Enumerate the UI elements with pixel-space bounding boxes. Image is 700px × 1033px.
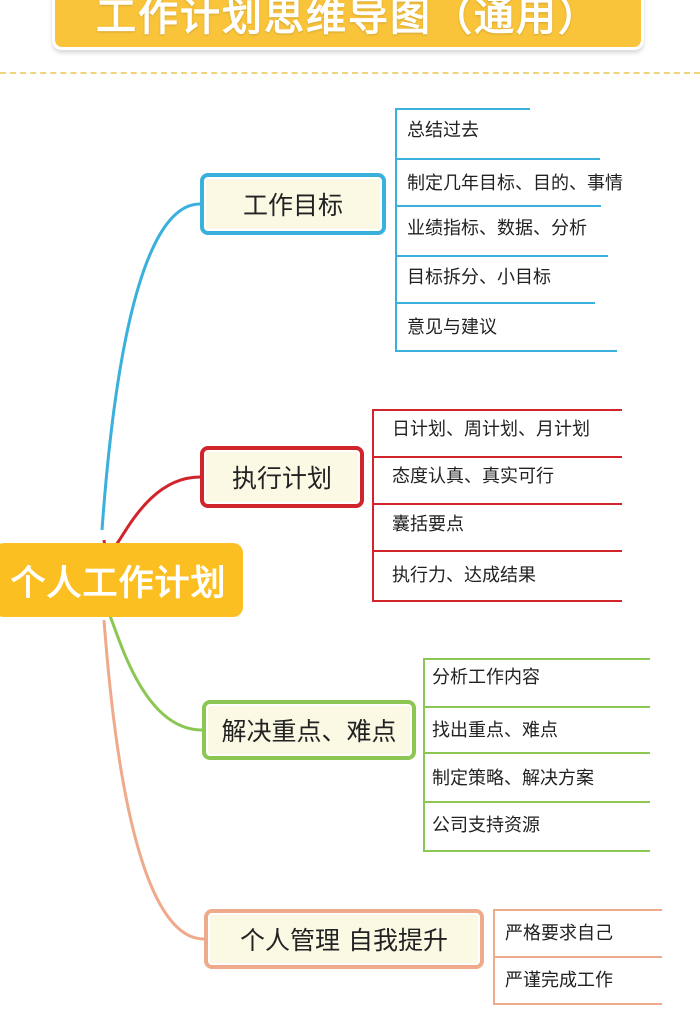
root-node[interactable]: 个人工作计划 [0,543,243,617]
leaf-item[interactable]: 分析工作内容 [432,667,540,688]
leaf-item[interactable]: 执行力、达成结果 [392,565,536,586]
connector-execution-plan [102,475,201,554]
branch-self-management-divider [493,956,662,958]
branch-work-goals-divider [395,302,595,304]
connector-work-goals [100,202,201,531]
leaf-item[interactable]: 严格要求自己 [505,923,613,944]
branch-key-difficulties-bracket [423,658,425,850]
branch-key-difficulties[interactable]: 解决重点、难点 [202,700,416,760]
branch-execution-plan-divider [372,456,622,458]
connector-self-management [102,619,205,941]
dashed-divider [0,72,700,74]
connector-key-difficulties [102,606,203,732]
branch-execution-plan-divider [372,550,622,552]
branch-self-management-divider [493,1003,662,1005]
branch-work-goals-divider [395,205,601,207]
leaf-item[interactable]: 业绩指标、数据、分析 [407,218,587,239]
branch-self-management-divider [493,909,662,911]
leaf-item[interactable]: 目标拆分、小目标 [407,267,551,288]
leaf-item[interactable]: 公司支持资源 [432,815,540,836]
branch-work-goals-divider [395,255,608,257]
branch-work-goals-divider [395,350,617,352]
leaf-item[interactable]: 日计划、周计划、月计划 [392,419,590,440]
branch-work-goals-bracket [395,108,397,350]
branch-execution-plan-divider [372,503,622,505]
branch-work-goals-divider [395,158,600,160]
branch-key-difficulties-divider [423,752,650,754]
leaf-item[interactable]: 严谨完成工作 [505,970,613,991]
branch-key-difficulties-divider [423,801,650,803]
leaf-item[interactable]: 囊括要点 [392,514,464,535]
leaf-item[interactable]: 总结过去 [407,120,479,141]
branch-key-difficulties-divider [423,658,650,660]
branch-execution-plan-divider [372,409,622,411]
leaf-item[interactable]: 态度认真、真实可行 [392,466,554,487]
title-banner: 工作计划思维导图（通用） [52,0,644,50]
branch-self-management[interactable]: 个人管理 自我提升 [204,909,484,969]
branch-work-goals[interactable]: 工作目标 [200,173,386,235]
leaf-item[interactable]: 意见与建议 [407,317,497,338]
leaf-item[interactable]: 制定几年目标、目的、事情 [407,173,623,194]
branch-work-goals-divider [395,108,530,110]
branch-key-difficulties-divider [423,706,650,708]
leaf-item[interactable]: 制定策略、解决方案 [432,768,594,789]
leaf-item[interactable]: 找出重点、难点 [432,720,558,741]
branch-key-difficulties-divider [423,850,650,852]
page-title: 工作计划思维导图（通用） [96,0,600,40]
branch-execution-plan-divider [372,600,622,602]
branch-execution-plan[interactable]: 执行计划 [200,446,364,508]
